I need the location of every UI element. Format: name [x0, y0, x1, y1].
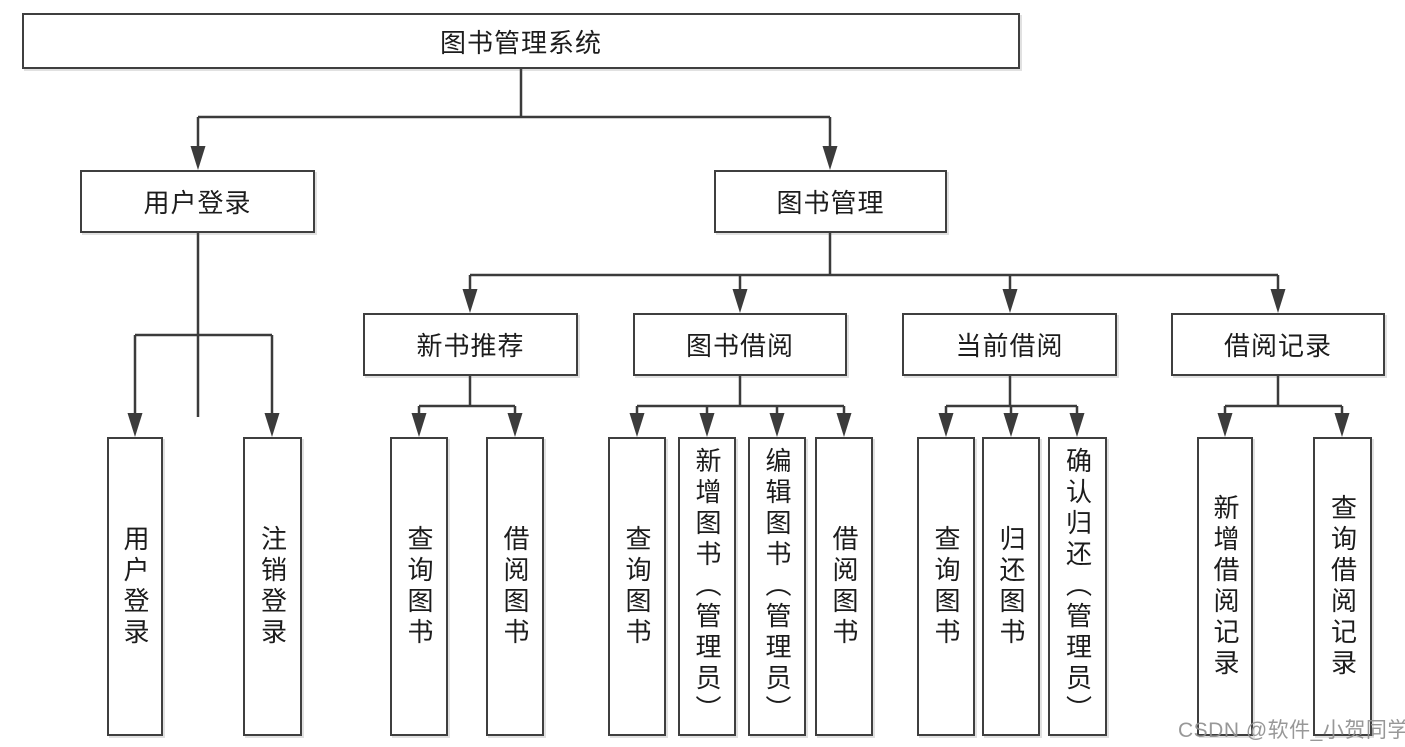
leaf-add-books-admin: 新增图书（管理员） — [678, 437, 736, 736]
node-label: 确认归还（管理员） — [1062, 447, 1093, 726]
node-label: 归还图书 — [996, 524, 1026, 649]
node-label: 当前借阅 — [955, 331, 1064, 361]
node-label: 借阅记录 — [1223, 331, 1332, 361]
leaf-query-books-borrow: 查询图书 — [608, 437, 666, 736]
leaf-return-books: 归还图书 — [982, 437, 1040, 736]
node-label: 查询图书 — [622, 524, 652, 649]
node-label: 查询借阅记录 — [1327, 493, 1358, 680]
node-label: 图书借阅 — [685, 331, 794, 361]
leaf-borrow-books: 借阅图书 — [815, 437, 873, 736]
node-book-borrowing: 图书借阅 — [633, 313, 847, 376]
leaf-confirm-return-admin: 确认归还（管理员） — [1048, 437, 1107, 736]
leaf-query-borrow-record: 查询借阅记录 — [1313, 437, 1372, 736]
node-label: 编辑图书（管理员） — [762, 447, 792, 726]
node-label: 查询图书 — [404, 524, 434, 649]
node-label: 新增图书（管理员） — [692, 447, 722, 726]
leaf-query-books-recommend: 查询图书 — [390, 437, 448, 736]
node-library-management-system: 图书管理系统 — [22, 13, 1020, 69]
node-label: 图书管理系统 — [439, 27, 602, 58]
node-book-management: 图书管理 — [714, 170, 947, 233]
node-label: 借阅图书 — [500, 524, 530, 649]
leaf-add-borrow-record: 新增借阅记录 — [1197, 437, 1253, 736]
leaf-user-login: 用户登录 — [107, 437, 163, 736]
csdn-watermark: CSDN @软件_小贺同学 — [1178, 719, 1405, 742]
node-label: 查询图书 — [931, 524, 961, 649]
node-user-login: 用户登录 — [80, 170, 315, 233]
node-label: 借阅图书 — [829, 524, 859, 649]
node-label: 注销登录 — [257, 524, 288, 649]
node-new-book-recommendation: 新书推荐 — [363, 313, 578, 376]
leaf-logout: 注销登录 — [243, 437, 302, 736]
node-borrowing-records: 借阅记录 — [1171, 313, 1385, 376]
node-label: 图书管理 — [776, 188, 885, 218]
leaf-borrow-books-recommend: 借阅图书 — [486, 437, 544, 736]
node-label: 用户登录 — [120, 524, 150, 649]
leaf-edit-books-admin: 编辑图书（管理员） — [748, 437, 806, 736]
node-label: 用户登录 — [143, 188, 252, 218]
node-label: 新书推荐 — [416, 331, 525, 361]
node-current-borrowing: 当前借阅 — [902, 313, 1117, 376]
leaf-query-books-current: 查询图书 — [917, 437, 975, 736]
node-label: 新增借阅记录 — [1210, 493, 1240, 680]
